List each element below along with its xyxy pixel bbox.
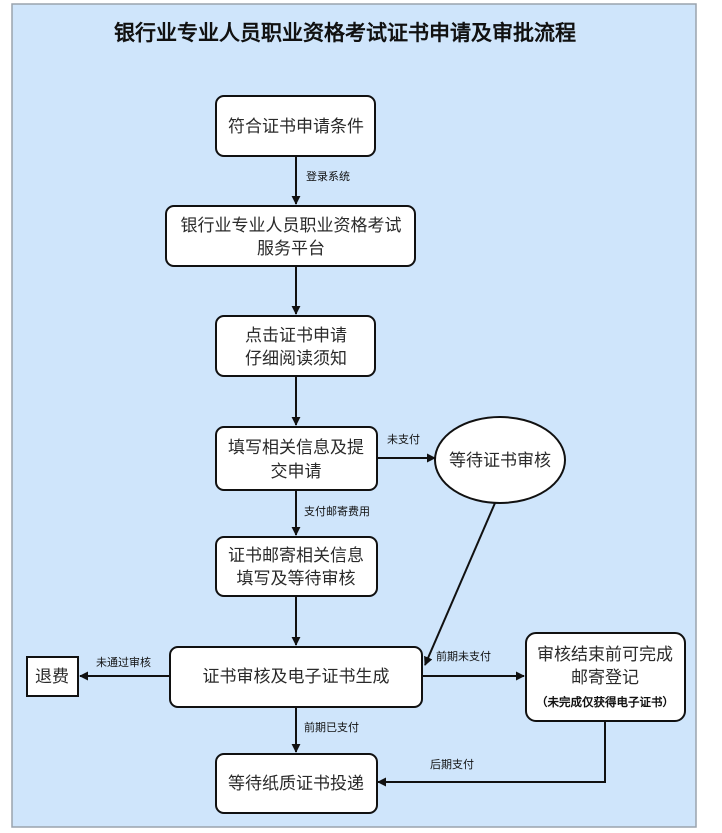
edge-label-failed-review: 未通过审核: [96, 655, 151, 669]
node-complete-mail-note: （未完成仅获得电子证书）: [536, 695, 674, 709]
node-click-apply-line-2: 仔细阅读须知: [245, 349, 347, 369]
node-mail-info-line-2: 填写及等待审核: [237, 569, 356, 589]
node-fill-submit: 填写相关信息及提 交申请: [215, 426, 378, 491]
node-eligible: 符合证书申请条件: [215, 95, 376, 157]
node-eligible-line-1: 符合证书申请条件: [228, 117, 364, 137]
node-refund: 退费: [26, 656, 79, 697]
node-wait-review-line-1: 等待证书审核: [449, 451, 551, 471]
edge-complete-mail-to-wait-delivery: [377, 721, 606, 787]
node-complete-mail-line-1: 审核结束前可完成: [537, 645, 673, 665]
node-review-generate: 证书审核及电子证书生成: [169, 646, 423, 708]
node-refund-line-1: 退费: [35, 667, 69, 687]
node-wait-review: 等待证书审核: [434, 416, 566, 504]
edge-label-later-pay: 后期支付: [430, 758, 474, 771]
node-complete-mail-line-2: 邮寄登记: [571, 668, 639, 688]
node-fill-submit-line-1: 填写相关信息及提: [228, 438, 364, 458]
edges: [79, 156, 606, 787]
node-platform-line-2: 服务平台: [257, 239, 325, 259]
node-wait-delivery-line-1: 等待纸质证书投递: [228, 774, 364, 794]
node-fill-submit-line-2: 交申请: [271, 462, 322, 482]
diagram-title: 银行业专业人员职业资格考试证书申请及审批流程: [114, 21, 576, 45]
edge-label-prior-paid: 前期已支付: [304, 720, 359, 734]
node-platform-line-1: 银行业专业人员职业资格考试: [181, 216, 402, 236]
node-click-apply-line-1: 点击证书申请: [245, 326, 347, 346]
edge-label-unpaid: 未支付: [387, 433, 420, 446]
node-click-apply: 点击证书申请 仔细阅读须知: [215, 315, 376, 377]
edge-labels: 登录系统 未支付 支付邮寄费用 未通过审核 前期未支付 前期已支付 后期支付: [96, 169, 491, 771]
node-review-generate-line-1: 证书审核及电子证书生成: [203, 667, 390, 687]
node-wait-delivery: 等待纸质证书投递: [215, 753, 378, 814]
node-platform: 银行业专业人员职业资格考试 服务平台: [165, 205, 416, 267]
edge-label-pay-mail-fee: 支付邮寄费用: [304, 504, 370, 518]
node-complete-mail: 审核结束前可完成 邮寄登记 （未完成仅获得电子证书）: [525, 632, 686, 722]
edge-label-prior-unpaid: 前期未支付: [436, 649, 491, 663]
node-mail-info-line-1: 证书邮寄相关信息: [228, 546, 364, 566]
node-mail-info: 证书邮寄相关信息 填写及等待审核: [215, 536, 378, 597]
edge-wait-review-to-review: [424, 502, 496, 666]
edge-label-login: 登录系统: [306, 169, 350, 183]
